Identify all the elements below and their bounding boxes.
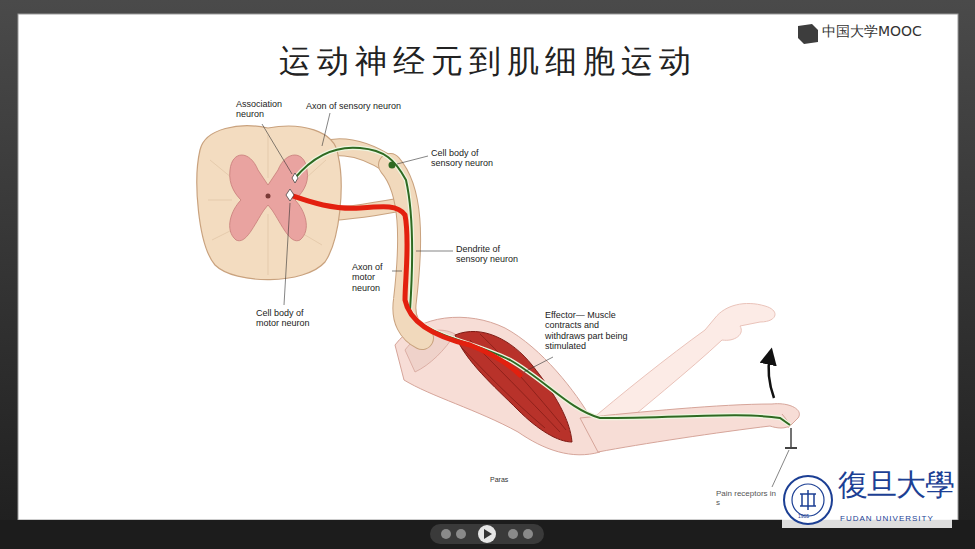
- part-label: Effector— Muscle contracts and withdraws…: [545, 310, 637, 351]
- central-canal: [266, 194, 271, 199]
- play-button: [478, 525, 496, 543]
- part-label: Axon of motor neuron: [352, 262, 390, 293]
- part-label: Cell body of sensory neuron: [431, 148, 499, 169]
- pin: [790, 428, 792, 448]
- white-matter: [208, 135, 330, 275]
- part-label: Cell body of motor neuron: [256, 308, 318, 329]
- withdrawal-arrow: [769, 356, 774, 398]
- university-seal: [784, 476, 832, 524]
- credit-label: Paras: [490, 476, 508, 484]
- motor-neuron: [290, 195, 520, 375]
- control-button: [523, 529, 533, 539]
- seal-year: 1905: [798, 514, 809, 520]
- sensory-neuron: [295, 148, 790, 425]
- leader-line: [262, 113, 789, 487]
- slide-title: 运动神经元到肌细胞运动: [0, 40, 975, 84]
- control-button: [456, 529, 466, 539]
- sensory-cell-body: [389, 162, 396, 169]
- brand-label: 中国大学MOOC: [822, 23, 922, 39]
- control-button: [441, 529, 451, 539]
- control-button: [508, 529, 518, 539]
- pin-head: [785, 447, 797, 449]
- logo-name: FUDAN UNIVERSITY: [840, 514, 934, 523]
- seal-emblem: [800, 490, 816, 510]
- part-label: Axon of sensory neuron: [306, 101, 401, 111]
- association-neuron: [292, 173, 298, 183]
- forearm: [580, 404, 799, 452]
- part-label: Association neuron: [236, 99, 291, 120]
- sensory-neuron-halo: [295, 148, 790, 425]
- part-label: Pain receptors in s: [716, 489, 778, 507]
- mooc-icon: [798, 24, 818, 44]
- slide: [18, 14, 958, 520]
- control-pill: [430, 524, 544, 544]
- part-label: Dendrite of sensory neuron: [456, 244, 524, 265]
- seal-ring: [792, 484, 824, 516]
- play-icon: [484, 529, 492, 539]
- logo-calligraphy: 復旦大學: [838, 468, 954, 503]
- motor-cell-body: [286, 189, 294, 201]
